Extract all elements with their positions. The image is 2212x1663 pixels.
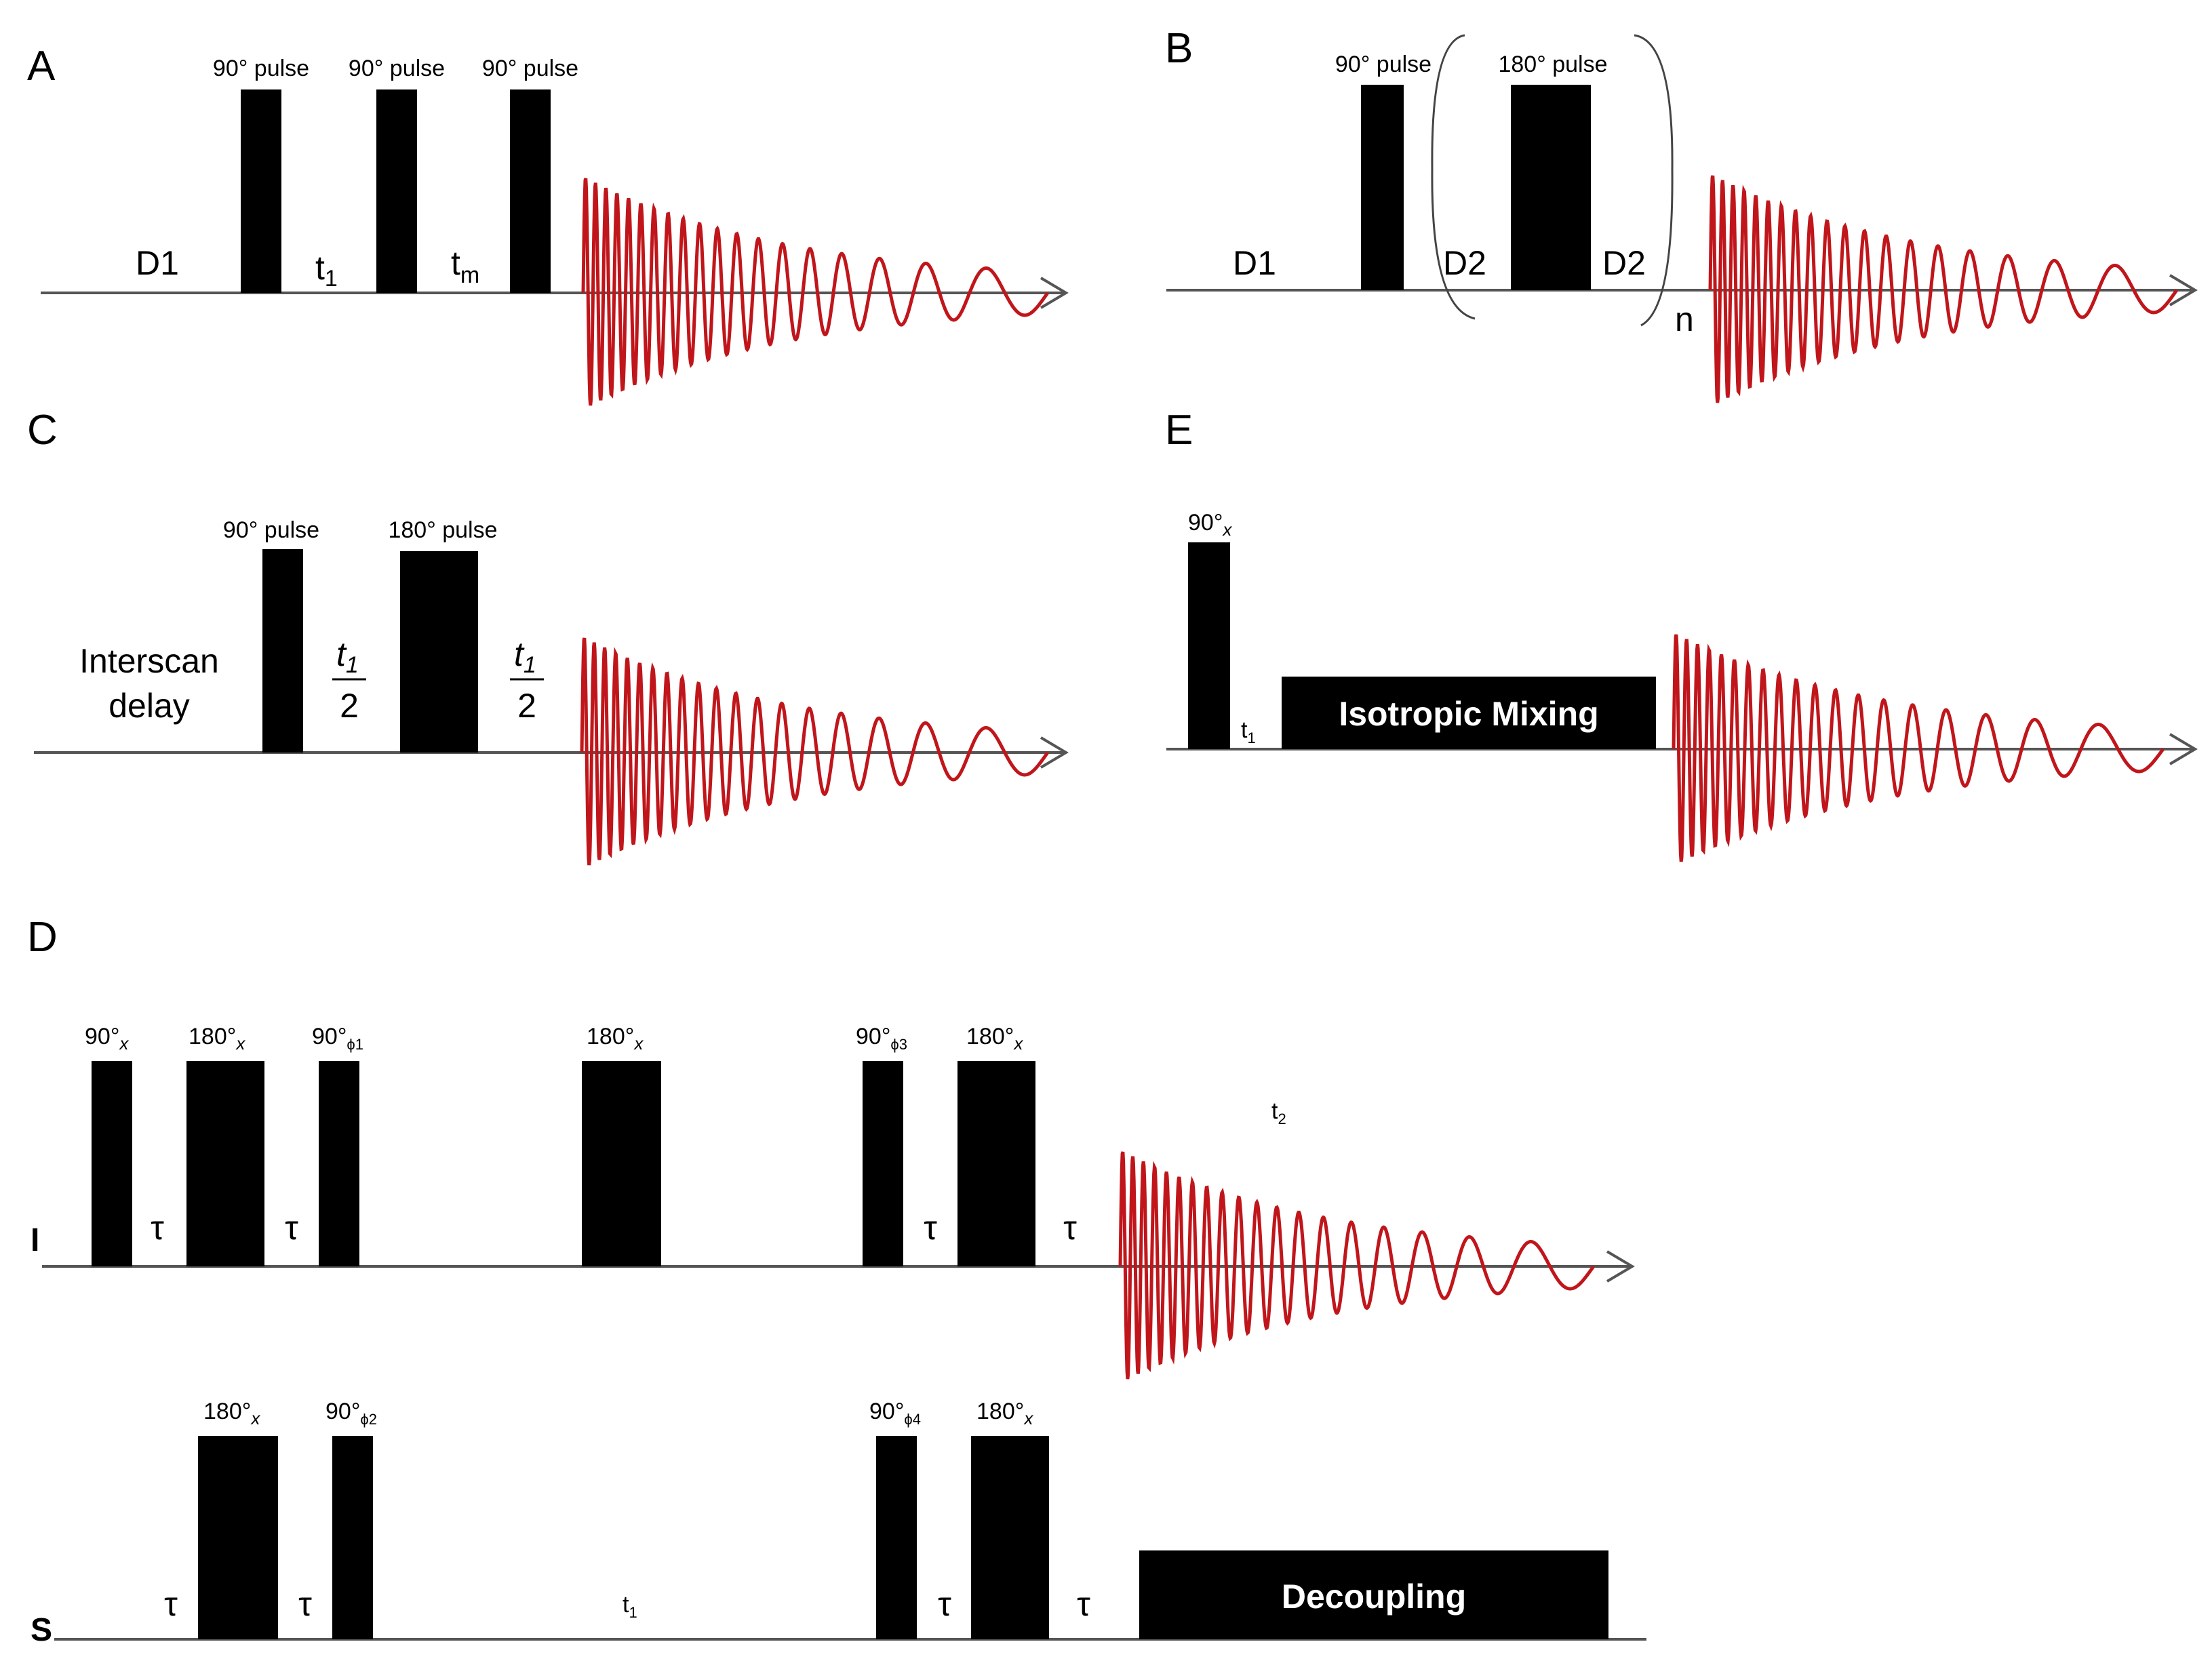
i-pulse-label-3: 90°ϕ1 bbox=[312, 1024, 363, 1053]
i-pulse-90phi3 bbox=[863, 1061, 903, 1266]
panel-b: B 90° pulse 180° pulse D1 D2 D2 n bbox=[1165, 25, 2198, 403]
svg-text:2: 2 bbox=[517, 687, 536, 725]
i-pulse-180x-2 bbox=[582, 1061, 661, 1266]
channel-i-label: I bbox=[31, 1222, 39, 1258]
svg-text:2: 2 bbox=[340, 687, 359, 725]
s-tau-3: τ bbox=[938, 1585, 951, 1623]
i-pulse-90phi1 bbox=[319, 1061, 359, 1266]
panel-d-label: D bbox=[27, 914, 58, 961]
i-t2-label: t2 bbox=[1271, 1098, 1286, 1127]
panel-d: D I 90°x 180°x 90°ϕ1 180°x 90°ϕ3 180°x τ… bbox=[27, 914, 1646, 1648]
panel-c: C 90° pulse 180° pulse Interscan delay t… bbox=[27, 407, 1069, 866]
i-tau-2: τ bbox=[285, 1209, 298, 1247]
panel-a-axis-arrow bbox=[1040, 277, 1069, 309]
panel-c-pulse-label-180: 180° pulse bbox=[388, 517, 497, 543]
panel-c-pulse-180 bbox=[400, 551, 478, 753]
s-pulse-label-1: 180°x bbox=[203, 1399, 260, 1428]
panel-c-half-t1-left: t1 2 bbox=[332, 635, 366, 725]
i-pulse-180x-3 bbox=[957, 1061, 1035, 1266]
channel-s: S 180°x 90°ϕ2 90°ϕ4 180°x τ τ τ τ t1 Dec… bbox=[31, 1399, 1646, 1648]
panel-a-fid bbox=[581, 178, 1050, 406]
panel-a-tm: tm bbox=[451, 244, 479, 288]
panel-b-pulse-180 bbox=[1511, 85, 1591, 290]
s-pulse-180x-1 bbox=[198, 1436, 278, 1639]
panel-b-repeat-n: n bbox=[1675, 300, 1694, 338]
i-pulse-90x bbox=[92, 1061, 132, 1266]
panel-b-d2-right: D2 bbox=[1602, 244, 1646, 282]
panel-a-t1: t1 bbox=[315, 249, 338, 292]
panel-c-pulse-label-90: 90° pulse bbox=[223, 517, 319, 543]
panel-b-d2-left: D2 bbox=[1443, 244, 1486, 282]
s-pulse-90phi2 bbox=[332, 1436, 373, 1639]
i-pulse-label-1: 90°x bbox=[85, 1024, 129, 1054]
panel-c-pulse-90 bbox=[262, 549, 303, 753]
s-pulse-label-3: 90°ϕ4 bbox=[869, 1399, 921, 1428]
i-pulse-label-5: 90°ϕ3 bbox=[856, 1024, 907, 1053]
s-tau-4: τ bbox=[1077, 1585, 1090, 1623]
channel-i: I 90°x 180°x 90°ϕ1 180°x 90°ϕ3 180°x τ τ… bbox=[31, 1024, 1635, 1380]
s-decoupling-label: Decoupling bbox=[1282, 1578, 1466, 1616]
panel-c-label: C bbox=[27, 407, 58, 454]
panel-e-pulse-label: 90°x bbox=[1188, 510, 1232, 540]
panel-c-interscan-line1: Interscan bbox=[79, 642, 219, 680]
panel-c-interscan-line2: delay bbox=[108, 687, 190, 725]
s-decoupling-block bbox=[1139, 1550, 1608, 1639]
panel-a-pulse-3 bbox=[510, 89, 551, 293]
panel-e: E 90°x t1 Isotropic Mixing bbox=[1165, 407, 2198, 862]
panel-e-pulse-90x bbox=[1188, 542, 1230, 749]
i-fid bbox=[1118, 1151, 1596, 1380]
panel-e-label: E bbox=[1165, 407, 1193, 454]
panel-a-pulse-2 bbox=[376, 89, 417, 293]
panel-b-label: B bbox=[1165, 25, 1193, 72]
panel-e-axis-arrow bbox=[2169, 733, 2198, 765]
svg-text:t1: t1 bbox=[514, 635, 536, 678]
svg-text:t1: t1 bbox=[336, 635, 359, 678]
panel-b-axis-arrow bbox=[2169, 274, 2198, 306]
s-pulse-label-4: 180°x bbox=[976, 1399, 1033, 1428]
s-pulse-90phi4 bbox=[876, 1436, 917, 1639]
i-pulse-label-4: 180°x bbox=[587, 1024, 644, 1054]
i-pulse-label-2: 180°x bbox=[189, 1024, 245, 1054]
i-tau-1: τ bbox=[151, 1209, 164, 1247]
channel-i-axis-arrow bbox=[1606, 1250, 1635, 1283]
panel-e-fid bbox=[1672, 634, 2165, 862]
channel-s-label: S bbox=[31, 1612, 52, 1648]
s-pulse-label-2: 90°ϕ2 bbox=[325, 1399, 377, 1428]
panel-e-isotropic-mixing-block bbox=[1282, 677, 1656, 749]
panel-e-isotropic-mixing-label: Isotropic Mixing bbox=[1339, 695, 1598, 733]
panel-c-axis-arrow bbox=[1040, 736, 1069, 769]
panel-b-fid bbox=[1708, 175, 2179, 403]
s-tau-1: τ bbox=[164, 1585, 178, 1623]
panel-b-left-bracket bbox=[1431, 34, 1476, 320]
panel-b-pulse-label-90: 90° pulse bbox=[1335, 52, 1431, 77]
s-t1-label: t1 bbox=[623, 1592, 637, 1621]
i-tau-3: τ bbox=[924, 1209, 937, 1247]
panel-b-d1: D1 bbox=[1233, 244, 1276, 282]
s-pulse-180x-2 bbox=[971, 1436, 1049, 1639]
s-tau-2: τ bbox=[298, 1585, 312, 1623]
panel-a-d1: D1 bbox=[136, 244, 179, 282]
i-pulse-label-6: 180°x bbox=[966, 1024, 1023, 1054]
panel-a-pulse-label-3: 90° pulse bbox=[482, 56, 578, 81]
panel-a-pulse-label-2: 90° pulse bbox=[349, 56, 445, 81]
panel-a: A 90° pulse 90° pulse 90° pulse D1 t1 tm bbox=[27, 43, 1069, 406]
panel-a-pulse-label-1: 90° pulse bbox=[213, 56, 309, 81]
panel-c-half-t1-right: t1 2 bbox=[510, 635, 544, 725]
panel-e-t1: t1 bbox=[1241, 717, 1256, 746]
panel-c-fid bbox=[580, 637, 1050, 866]
i-pulse-180x-1 bbox=[186, 1061, 264, 1266]
panel-b-pulse-label-180: 180° pulse bbox=[1498, 52, 1607, 77]
panel-a-pulse-1 bbox=[241, 89, 281, 293]
panel-b-pulse-90 bbox=[1361, 85, 1404, 290]
panel-b-right-bracket bbox=[1634, 34, 1674, 327]
i-tau-4: τ bbox=[1063, 1209, 1077, 1247]
panel-a-label: A bbox=[27, 43, 56, 89]
